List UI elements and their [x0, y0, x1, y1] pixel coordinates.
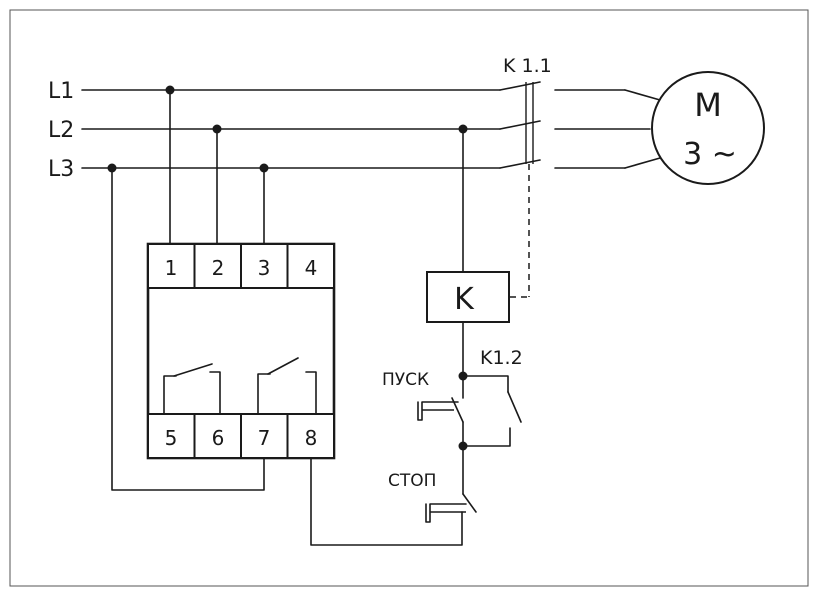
terminal-2: 2	[212, 256, 225, 280]
coil-k-box	[426, 271, 510, 323]
relay-internal-contacts	[163, 357, 317, 415]
motor-letter: M	[694, 86, 722, 124]
terminal-4: 4	[305, 256, 318, 280]
wire-l3-to-terminal-7	[111, 167, 265, 491]
label-k12: K1.2	[480, 347, 523, 369]
motor-phase: 3 ~	[683, 137, 737, 172]
start-button-actuator	[417, 401, 459, 421]
main-contacts-k11	[499, 81, 661, 169]
stop-button-contact	[462, 493, 477, 513]
terminal-8: 8	[305, 426, 318, 450]
relay-terminals-top	[147, 243, 335, 289]
k12-contact	[507, 391, 522, 423]
junction-dots	[107, 85, 468, 451]
wire-k12-bottom	[462, 427, 511, 447]
label-l1: L1	[48, 79, 74, 104]
motor-circle	[651, 71, 765, 185]
terminal-6: 6	[212, 426, 225, 450]
relay-terminals-bottom	[147, 413, 335, 459]
label-l3: L3	[48, 157, 74, 182]
coil-k-label: K	[454, 282, 475, 317]
terminal-1: 1	[165, 256, 178, 280]
label-k11: K 1.1	[503, 55, 552, 77]
wire-terminal-8-to-stop	[310, 457, 463, 546]
label-l2: L2	[48, 118, 74, 143]
terminal-7: 7	[258, 426, 271, 450]
terminal-5: 5	[165, 426, 178, 450]
label-start: ПУСК	[382, 370, 429, 390]
stop-button-actuator	[425, 503, 467, 523]
label-stop: СТОП	[388, 471, 436, 491]
terminal-3: 3	[258, 256, 271, 280]
diagram-frame	[9, 9, 809, 587]
wire-k12-top	[462, 375, 509, 393]
